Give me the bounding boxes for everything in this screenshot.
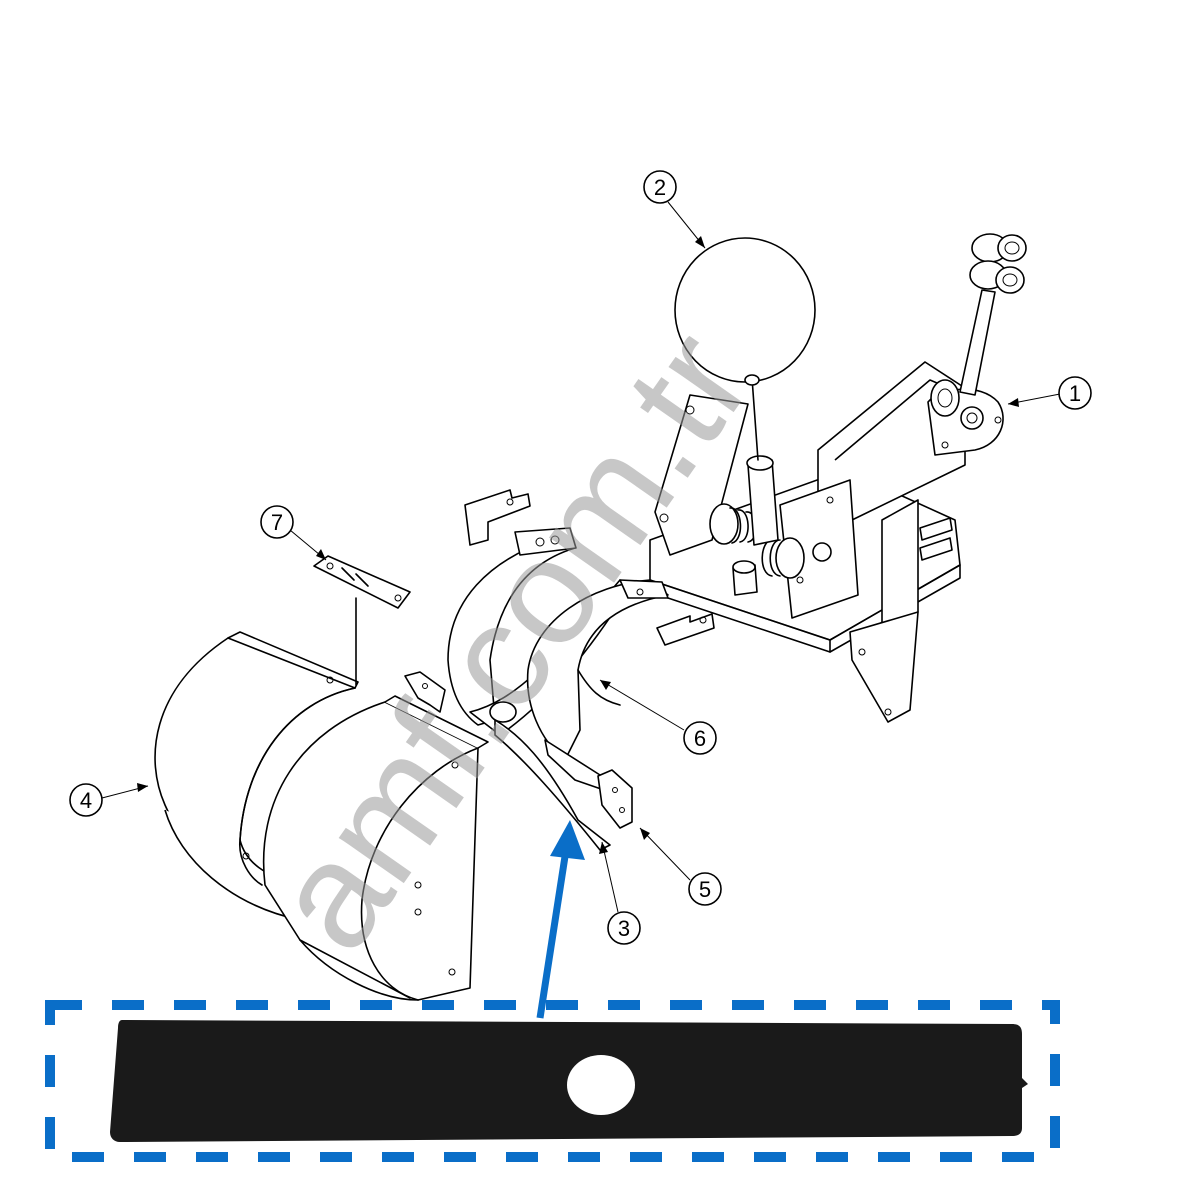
svg-text:6: 6	[694, 726, 706, 751]
part-5-brackets	[404, 489, 633, 829]
callout-5: 5	[639, 827, 722, 906]
callout-4: 4	[69, 783, 149, 817]
highlight-dashed-box	[45, 1000, 1060, 1162]
callout-1: 1	[1007, 376, 1092, 410]
svg-text:3: 3	[618, 916, 630, 941]
highlight-arrow	[536, 820, 585, 1019]
svg-text:7: 7	[271, 510, 283, 535]
strip-center-hole	[567, 1055, 635, 1115]
svg-text:4: 4	[80, 788, 92, 813]
part-4-drum-covers	[154, 631, 489, 1001]
part-7-bracket	[313, 555, 411, 686]
part-1-drive-assembly	[649, 233, 1027, 723]
svg-text:2: 2	[654, 175, 666, 200]
callout-2: 2	[643, 170, 706, 249]
callout-6: 6	[599, 679, 717, 755]
svg-text:1: 1	[1069, 381, 1081, 406]
part-6-curved-guide	[526, 579, 669, 791]
part-2-round-cover	[674, 237, 816, 461]
replacement-part-strip	[110, 1020, 1028, 1142]
svg-text:5: 5	[699, 877, 711, 902]
callout-3: 3	[599, 841, 641, 945]
callout-7: 7	[260, 505, 327, 561]
